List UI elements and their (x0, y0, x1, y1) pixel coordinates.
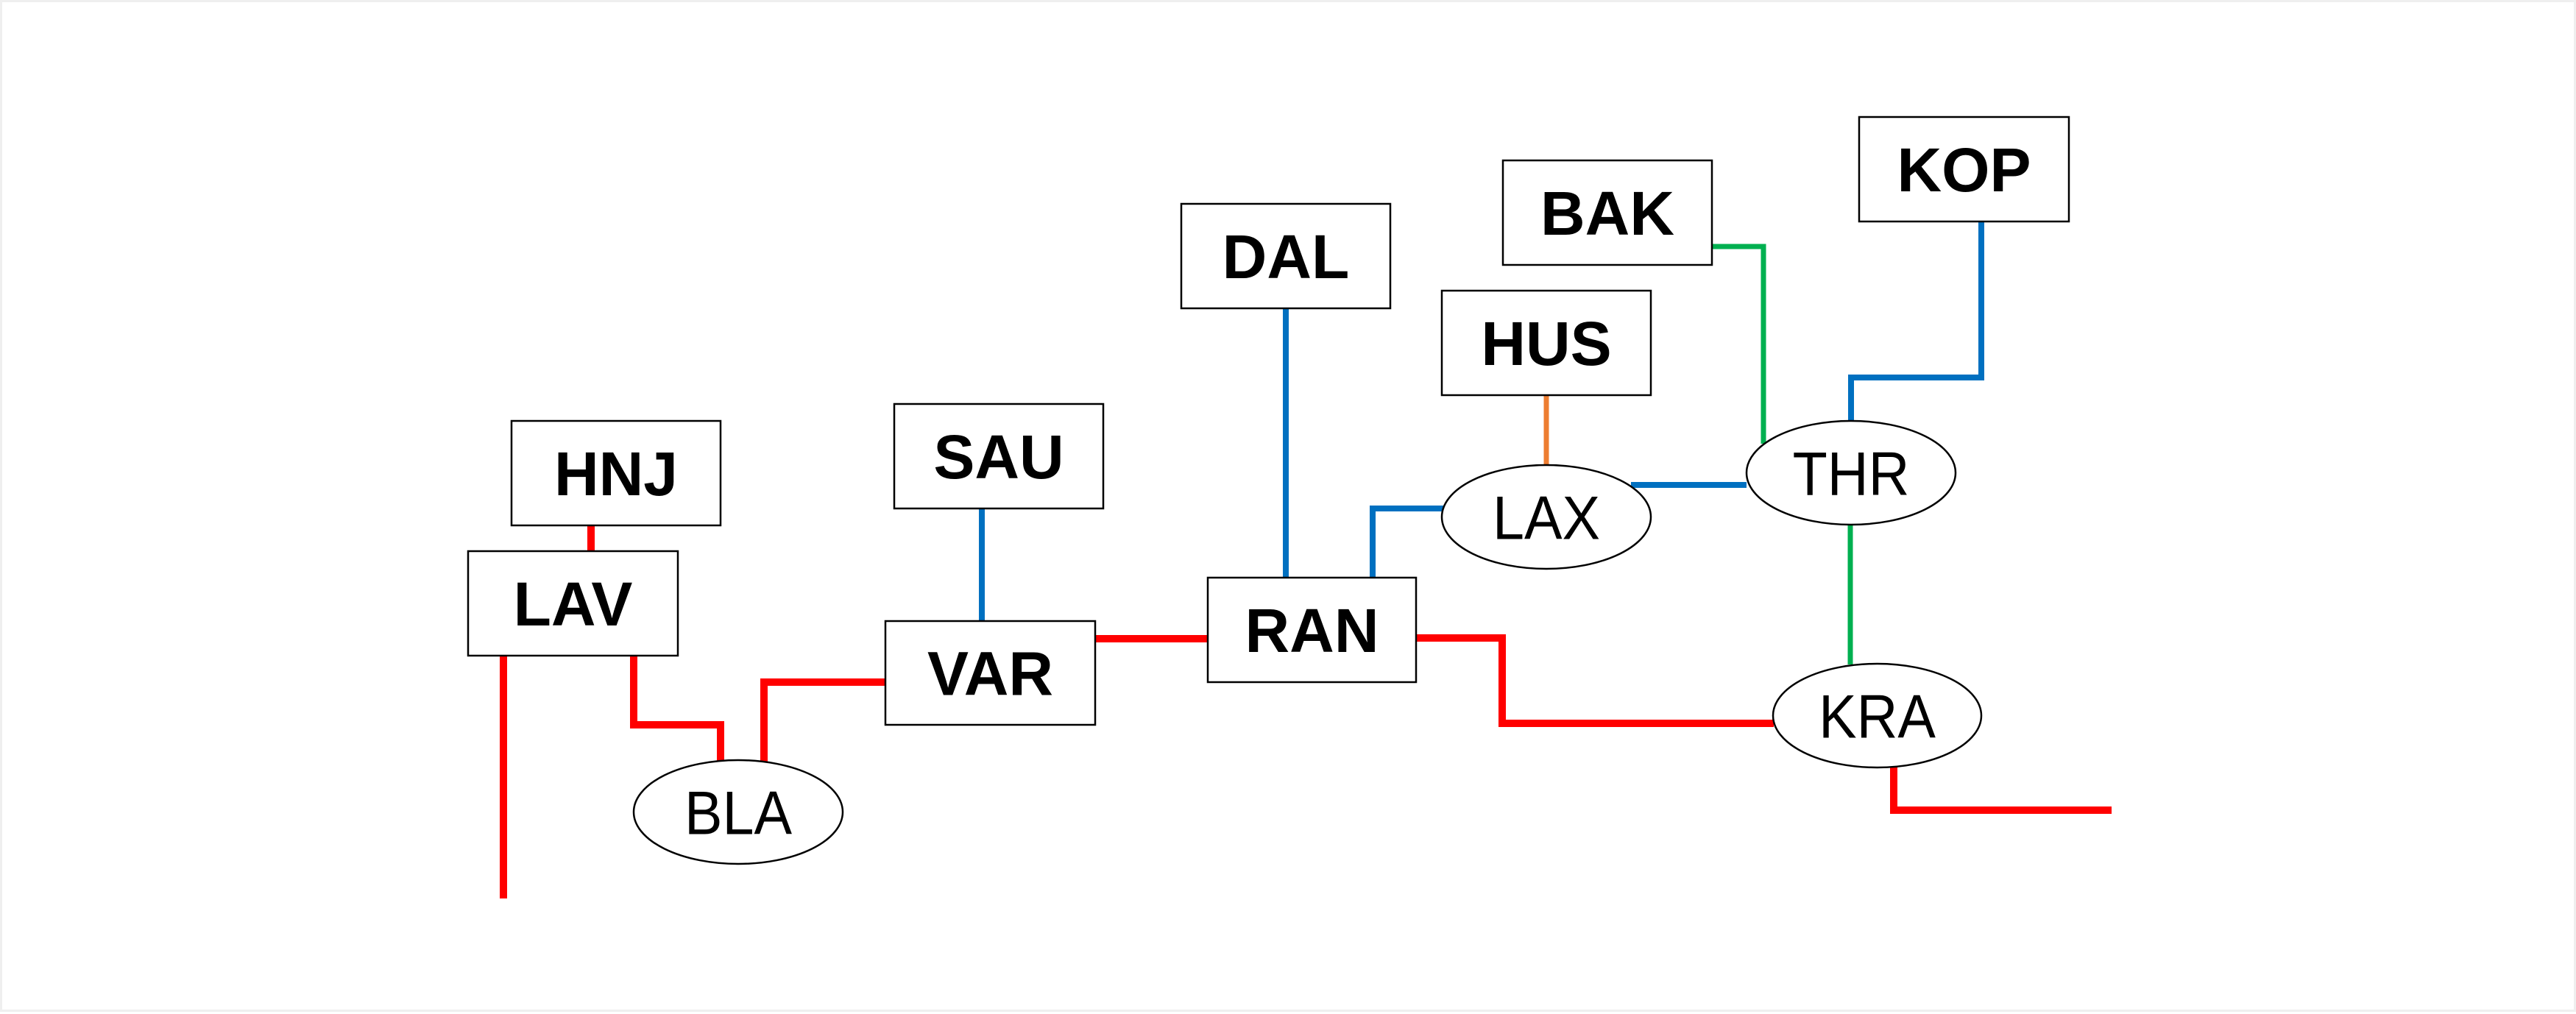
node-bla[interactable]: BLA (632, 759, 844, 865)
node-box (1501, 159, 1713, 266)
node-ellipse (1772, 662, 1983, 769)
node-box (510, 419, 722, 527)
node-label: KRA (1819, 683, 1936, 752)
node-kra[interactable]: KRA (1772, 662, 1983, 769)
node-label: HNJ (554, 439, 678, 508)
edge-ran-kra (1416, 634, 1774, 727)
node-ellipse (1745, 419, 1957, 526)
node-hnj[interactable]: HNJ (510, 419, 722, 527)
edge-kop-thr (1848, 221, 1984, 422)
edge-bak-thr (1712, 244, 1766, 444)
node-box (467, 550, 679, 657)
node-sau[interactable]: SAU (893, 403, 1105, 510)
node-dal[interactable]: DAL (1180, 202, 1392, 310)
node-box (1206, 576, 1418, 684)
node-lax[interactable]: LAX (1440, 464, 1652, 570)
node-label: BAK (1540, 179, 1674, 248)
edge-kra-offpage-east (1890, 767, 2112, 814)
node-box (1858, 116, 2070, 223)
node-ellipse (632, 759, 844, 865)
node-ran[interactable]: RAN (1206, 576, 1418, 684)
node-label: SAU (933, 422, 1064, 492)
node-ellipse (1440, 464, 1652, 570)
node-box (884, 620, 1097, 726)
node-thr[interactable]: THR (1745, 419, 1957, 526)
node-label: HUS (1481, 309, 1611, 378)
node-label: LAX (1493, 484, 1600, 553)
node-box (1440, 289, 1652, 397)
node-lav[interactable]: LAV (467, 550, 679, 657)
node-label: KOP (1897, 135, 2031, 205)
node-hus[interactable]: HUS (1440, 289, 1652, 397)
node-label: BLA (684, 779, 792, 848)
edge-ran-lax (1370, 506, 1443, 578)
node-label: RAN (1245, 596, 1379, 665)
edges-layer (500, 221, 2112, 898)
node-box (1180, 202, 1392, 310)
node-label: VAR (927, 639, 1053, 709)
node-box (893, 403, 1105, 510)
edge-lav-bla (630, 656, 724, 762)
node-var[interactable]: VAR (884, 620, 1097, 726)
edge-bla-var (760, 678, 885, 762)
node-kop[interactable]: KOP (1858, 116, 2070, 223)
node-label: DAL (1222, 222, 1350, 291)
node-bak[interactable]: BAK (1501, 159, 1713, 266)
node-label: LAV (514, 570, 633, 639)
nodes-layer: HNJ LAV BLA SAU VAR DAL RAN HUS BAK LAX THR KOP KRA (467, 116, 2070, 865)
node-label: THR (1793, 440, 1910, 509)
